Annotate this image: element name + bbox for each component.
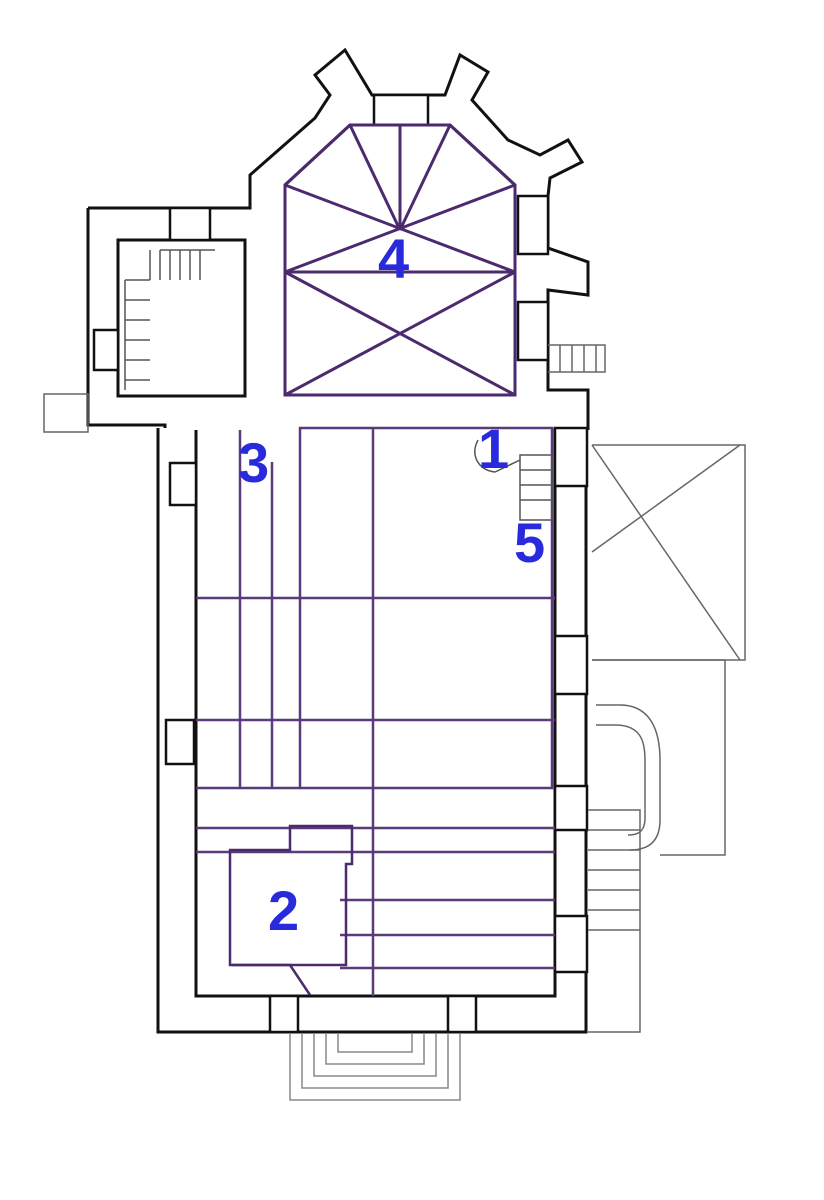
annex-roof (43, 344, 746, 1033)
side-stair (474, 439, 553, 521)
nave-beams (196, 426, 555, 996)
label-5: 5 (514, 511, 545, 574)
entrance-steps (289, 1034, 461, 1101)
outer-walls (86, 47, 590, 1034)
gallery (228, 824, 354, 996)
label-3: 3 (238, 431, 269, 494)
plan-labels: 1 2 3 4 5 (238, 227, 545, 942)
label-1: 1 (478, 417, 509, 480)
tower-stair (124, 249, 215, 390)
label-2: 2 (268, 879, 299, 942)
apse-vault (283, 123, 517, 397)
window-niches (92, 93, 589, 1034)
label-4: 4 (378, 227, 409, 290)
